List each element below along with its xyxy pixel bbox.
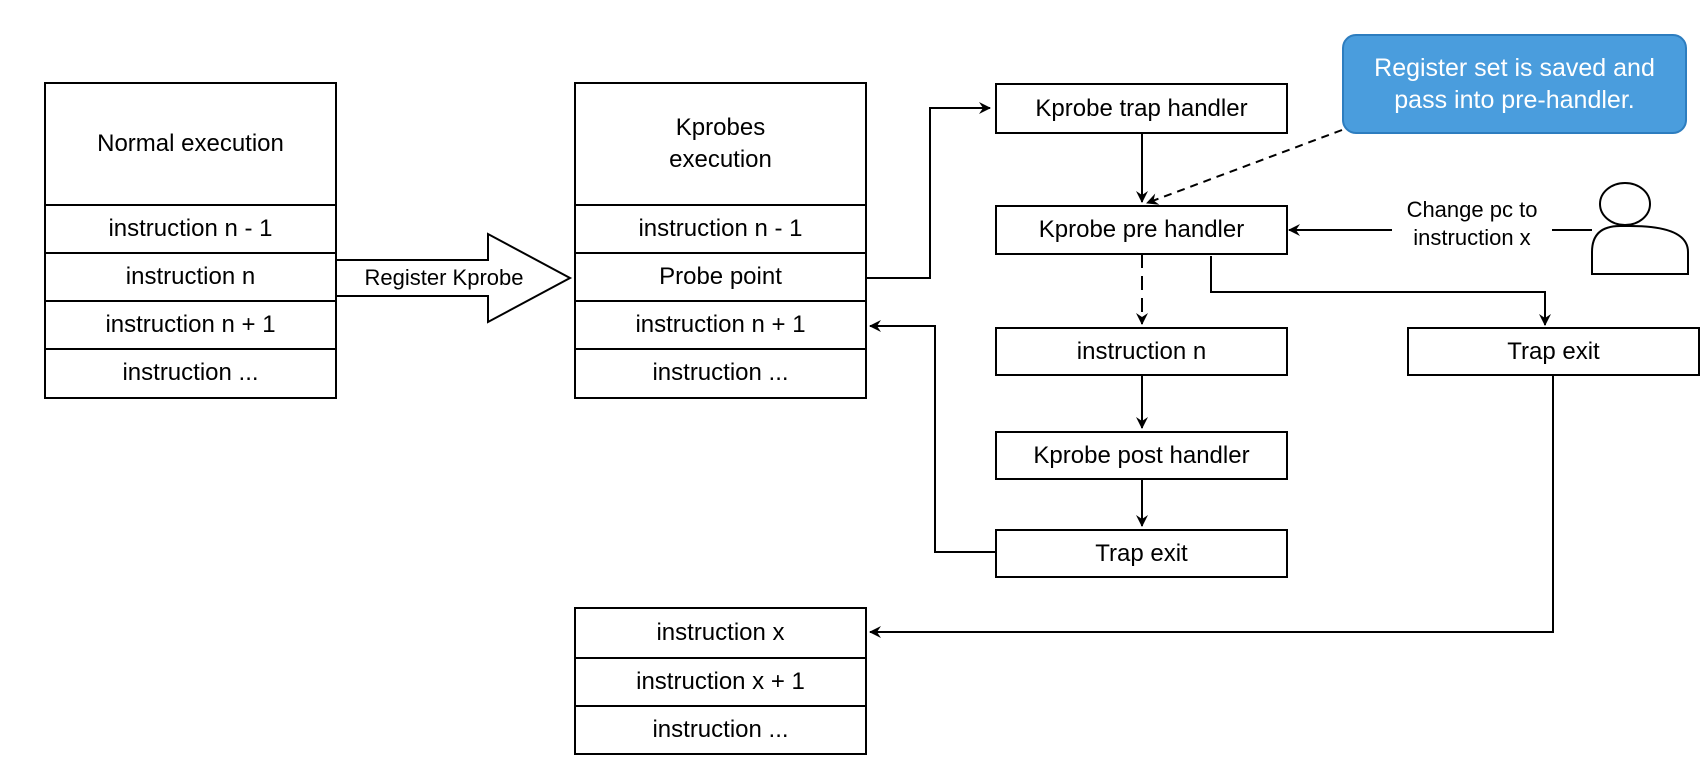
- kprobe-post-handler-box: Kprobe post handler: [995, 431, 1288, 480]
- kprobe-trap-handler-box: Kprobe trap handler: [995, 83, 1288, 134]
- edge-note-to-pre: [1146, 129, 1343, 205]
- normal-execution-stack: Normal execution instruction n - 1 instr…: [44, 82, 337, 399]
- normal-row: instruction n: [46, 252, 335, 300]
- instruction-x-stack: instruction x instruction x + 1 instruct…: [574, 607, 867, 755]
- edge-trap-exit-to-instruction-n-plus-1: [869, 320, 995, 553]
- probe-point-row: Probe point: [576, 252, 865, 300]
- register-kprobe-label: Register Kprobe: [364, 265, 524, 290]
- x-row: instruction x + 1: [576, 657, 865, 705]
- x-row: instruction x: [656, 619, 785, 646]
- trap-exit-left-box: Trap exit: [995, 529, 1288, 578]
- trap-exit-right-box: Trap exit: [1407, 327, 1700, 376]
- edge-probe-to-trap-handler: [867, 102, 991, 279]
- kprobes-row: instruction n - 1: [576, 204, 865, 252]
- kprobes-execution-title: Kprobes execution: [669, 113, 772, 173]
- kprobe-pre-handler-box: Kprobe pre handler: [995, 205, 1288, 255]
- normal-row: instruction ...: [46, 348, 335, 395]
- normal-execution-title: Normal execution: [97, 129, 284, 157]
- register-kprobe-arrow: [335, 232, 573, 324]
- kprobes-row: instruction n + 1: [576, 300, 865, 348]
- edge-trap-exit-right-to-instruction-x: [869, 375, 1554, 638]
- register-set-note: Register set is saved and pass into pre-…: [1342, 34, 1687, 134]
- normal-row: instruction n + 1: [46, 300, 335, 348]
- normal-row: instruction n - 1: [46, 204, 335, 252]
- instruction-n-box: instruction n: [995, 327, 1288, 376]
- x-row: instruction ...: [576, 705, 865, 753]
- user-icon: [1591, 182, 1689, 275]
- change-pc-label: Change pc to instruction x: [1392, 196, 1552, 251]
- kprobes-row: instruction ...: [576, 348, 865, 395]
- edge-pre-to-trap-exit-right: [1210, 256, 1551, 326]
- kprobes-execution-stack: Kprobes execution instruction n - 1 Prob…: [574, 82, 867, 399]
